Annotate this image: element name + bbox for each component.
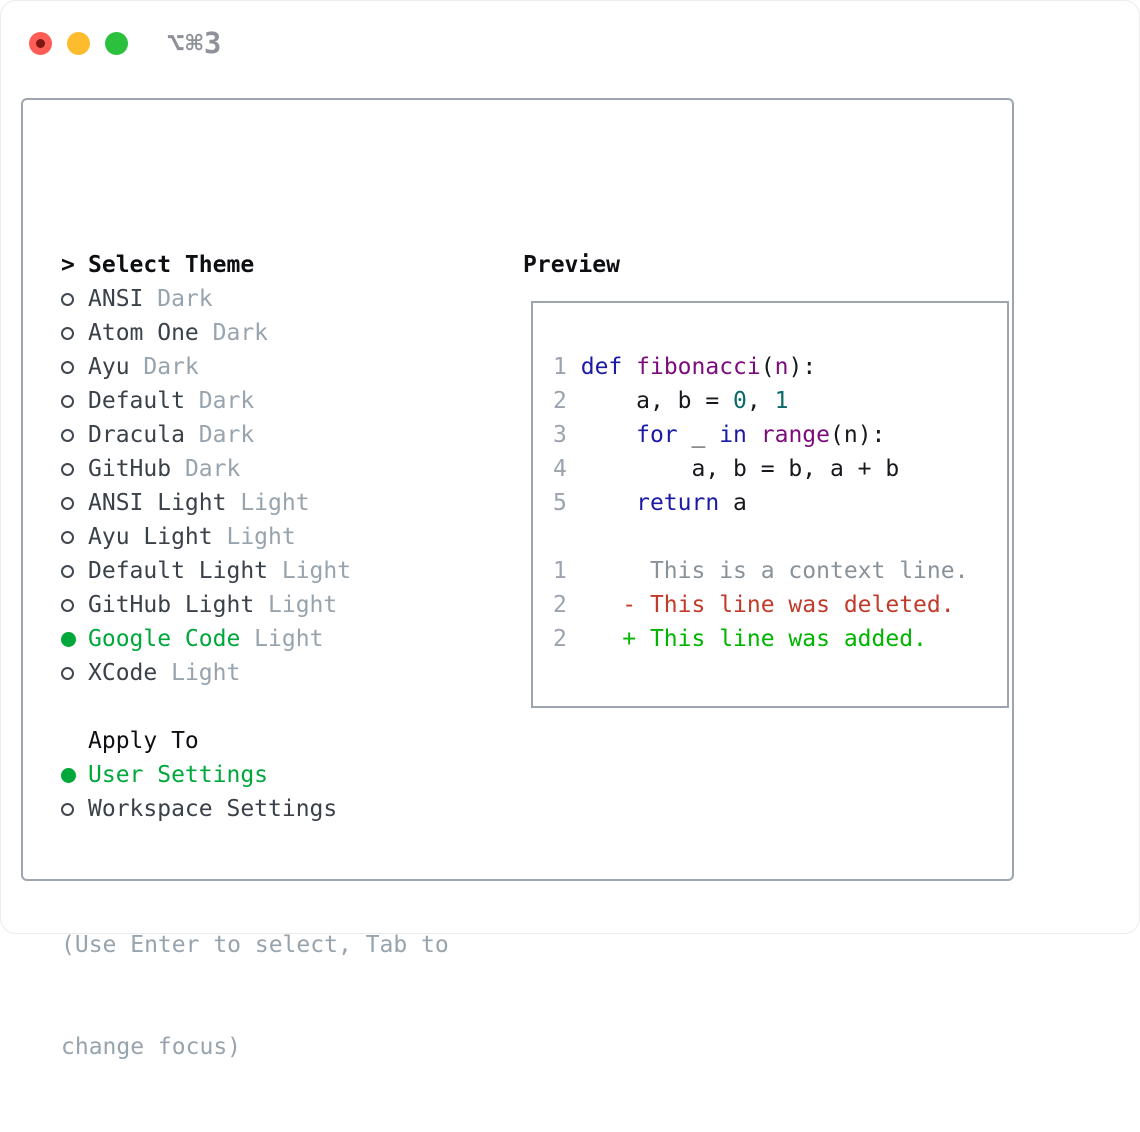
spacer	[61, 826, 491, 860]
radio-icon	[61, 667, 74, 680]
variant-tag: Dark	[143, 286, 212, 312]
line-number: 2	[553, 626, 567, 652]
theme-option-default[interactable]: Default Dark	[61, 384, 491, 418]
radio-icon	[61, 531, 74, 544]
apply-option-user-settings[interactable]: User Settings	[61, 758, 491, 792]
option-label: ANSI	[88, 286, 143, 312]
diff-deleted-line: 2 - This line was deleted.	[553, 588, 1007, 622]
hint-line-1: (Use Enter to select, Tab to	[61, 928, 491, 962]
apply-to-header: Apply To	[61, 724, 491, 758]
option-label: Workspace Settings	[88, 796, 337, 822]
radio-selected-icon	[61, 768, 76, 783]
window-shortcut-label: ⌥⌘3	[167, 26, 222, 60]
code-line-3: 3 for _ in range(n):	[553, 418, 1007, 452]
minimize-button[interactable]	[67, 32, 90, 55]
preview-title: Preview	[523, 248, 620, 282]
option-label: ANSI Light	[88, 490, 226, 516]
variant-tag: Light	[157, 660, 240, 686]
line-number: 3	[553, 422, 567, 448]
select-theme-header: > Select Theme	[61, 248, 491, 282]
variant-tag: Light	[213, 524, 296, 550]
radio-selected-icon	[61, 632, 76, 647]
apply-option-workspace-settings[interactable]: Workspace Settings	[61, 792, 491, 826]
theme-option-dracula[interactable]: Dracula Dark	[61, 418, 491, 452]
variant-tag: Dark	[185, 388, 254, 414]
variant-tag: Dark	[130, 354, 199, 380]
line-number: 5	[553, 490, 567, 516]
variant-tag: Light	[240, 626, 323, 652]
variant-tag: Dark	[171, 456, 240, 482]
radio-icon	[61, 599, 74, 612]
line-number: 2	[553, 388, 567, 414]
option-label: Ayu	[88, 354, 130, 380]
theme-option-ansi-light[interactable]: ANSI Light Light	[61, 486, 491, 520]
code-line-2: 2 a, b = 0, 1	[553, 384, 1007, 418]
variant-tag: Dark	[185, 422, 254, 448]
radio-icon	[61, 497, 74, 510]
radio-icon	[61, 327, 74, 340]
radio-icon	[61, 293, 74, 306]
hint-line-2: change focus)	[61, 1030, 491, 1064]
line-number: 2	[553, 592, 567, 618]
option-label: GitHub	[88, 456, 171, 482]
code-line-4: 4 a, b = b, a + b	[553, 452, 1007, 486]
theme-option-google-code[interactable]: Google Code Light	[61, 622, 491, 656]
close-button[interactable]	[29, 32, 52, 55]
variant-tag: Light	[254, 592, 337, 618]
theme-option-github-light[interactable]: GitHub Light Light	[61, 588, 491, 622]
radio-icon	[61, 429, 74, 442]
radio-icon	[61, 803, 74, 816]
theme-option-default-light[interactable]: Default Light Light	[61, 554, 491, 588]
option-label: Dracula	[88, 422, 185, 448]
option-label: Ayu Light	[88, 524, 213, 550]
option-label: Default	[88, 388, 185, 414]
radio-icon	[61, 463, 74, 476]
variant-tag: Light	[226, 490, 309, 516]
blank-line	[553, 520, 1007, 554]
option-label: Google Code	[88, 626, 240, 652]
option-label: GitHub Light	[88, 592, 254, 618]
diff-context-line: 1 This is a context line.	[553, 554, 1007, 588]
variant-tag: Light	[268, 558, 351, 584]
option-label: User Settings	[88, 762, 268, 788]
page-title: Select Theme	[88, 252, 254, 278]
theme-option-ansi[interactable]: ANSI Dark	[61, 282, 491, 316]
option-label: Default Light	[88, 558, 268, 584]
apply-to-title: Apply To	[88, 728, 199, 754]
code-line-1: 1 def fibonacci(n):	[553, 350, 1007, 384]
keyboard-hint: (Use Enter to select, Tab to change focu…	[61, 860, 491, 1132]
radio-icon	[61, 565, 74, 578]
theme-option-ayu[interactable]: Ayu Dark	[61, 350, 491, 384]
radio-icon	[61, 361, 74, 374]
theme-option-atom-one[interactable]: Atom One Dark	[61, 316, 491, 350]
line-number: 1	[553, 354, 567, 380]
variant-tag: Dark	[199, 320, 268, 346]
diff-added-line: 2 + This line was added.	[553, 622, 1007, 656]
option-label: Atom One	[88, 320, 199, 346]
theme-option-xcode[interactable]: XCode Light	[61, 656, 491, 690]
radio-icon	[61, 395, 74, 408]
zoom-button[interactable]	[105, 32, 128, 55]
line-number: 4	[553, 456, 567, 482]
option-label: XCode	[88, 660, 157, 686]
line-number: 1	[553, 558, 567, 584]
cursor-prefix-icon: >	[61, 252, 75, 278]
theme-option-github[interactable]: GitHub Dark	[61, 452, 491, 486]
spacer	[61, 690, 491, 724]
code-line-5: 5 return a	[553, 486, 1007, 520]
titlebar: ⌥⌘3	[29, 26, 222, 60]
theme-option-ayu-light[interactable]: Ayu Light Light	[61, 520, 491, 554]
close-dot-icon	[36, 39, 45, 48]
